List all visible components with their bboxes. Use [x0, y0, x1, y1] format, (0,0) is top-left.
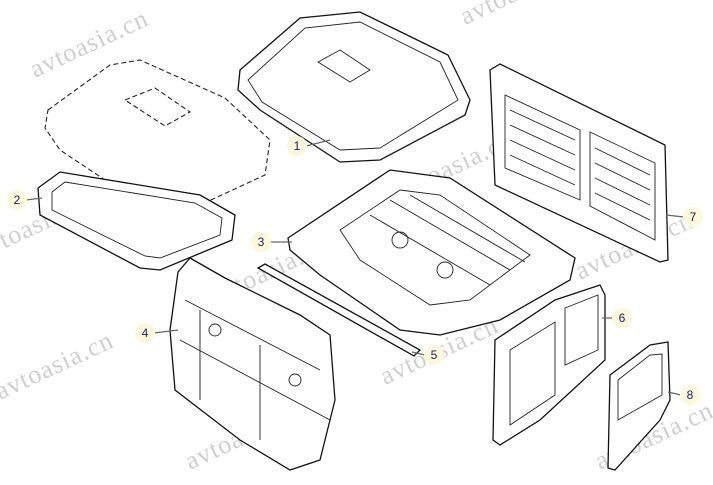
callouts: 1 2 3 4 5 6 7 8	[7, 136, 703, 405]
front-wall	[169, 257, 336, 471]
callout-label: 2	[14, 193, 21, 207]
callout-3: 3	[251, 232, 271, 252]
callout-7: 7	[683, 207, 703, 227]
roof-frame	[37, 171, 236, 271]
watermark-text: avtoasia.cn	[0, 325, 118, 405]
callout-label: 5	[431, 348, 438, 362]
callout-label: 6	[619, 311, 626, 325]
roof-outline-dashed	[44, 59, 271, 211]
callout-label: 1	[294, 139, 301, 153]
callout-8: 8	[680, 385, 700, 405]
side-wall	[492, 284, 606, 446]
door	[607, 341, 671, 471]
callout-6: 6	[612, 308, 632, 328]
callout-label: 3	[258, 235, 265, 249]
callout-label: 8	[687, 388, 694, 402]
watermark-text: avtoasia.cn	[455, 0, 583, 30]
callout-1: 1	[287, 136, 307, 156]
callout-5: 5	[424, 345, 444, 365]
callout-4: 4	[135, 323, 155, 343]
roof-panel	[237, 11, 471, 163]
callout-label: 7	[690, 210, 697, 224]
callout-2: 2	[7, 190, 27, 210]
callout-label: 4	[142, 326, 149, 340]
rear-wall	[489, 63, 669, 263]
cross-member	[256, 263, 422, 357]
floor-panel	[287, 169, 576, 336]
